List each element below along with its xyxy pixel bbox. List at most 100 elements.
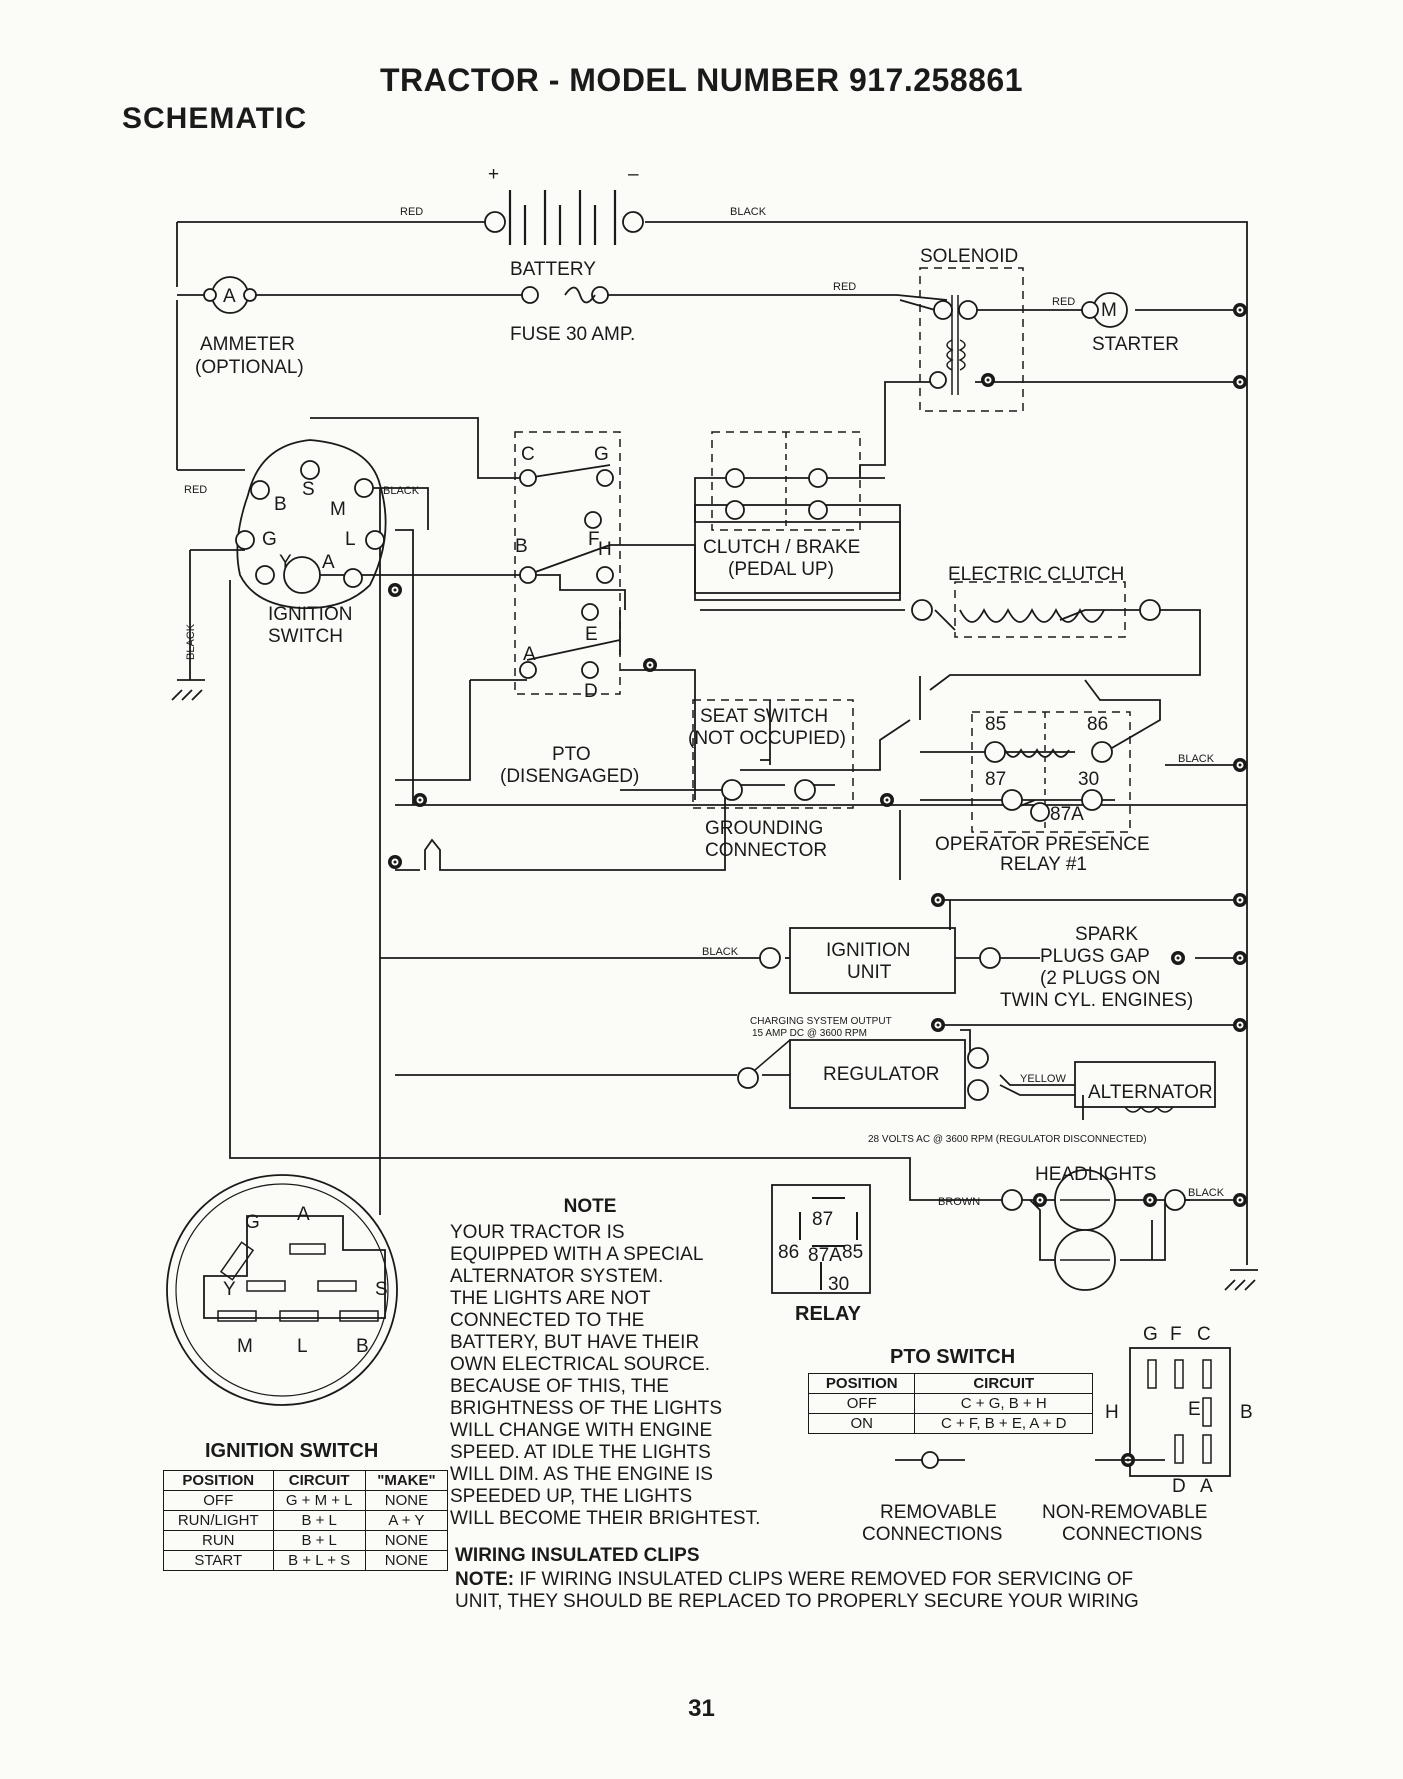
note-line: EQUIPPED WITH A SPECIAL [450, 1244, 704, 1265]
note-line: ALTERNATOR SYSTEM. [450, 1266, 664, 1287]
pto-label-1: PTO [552, 744, 591, 765]
battery-negative: – [628, 164, 639, 185]
relay-label-2: RELAY #1 [1000, 854, 1087, 875]
section-title: SCHEMATIC [122, 102, 308, 135]
table-cell: NONE [364, 1530, 449, 1551]
seat-switch-label-2: (NOT OCCUPIED) [688, 728, 846, 749]
legend-nonremovable-1: NON-REMOVABLE [1042, 1502, 1207, 1523]
face-pto-b: B [1240, 1402, 1253, 1423]
headlights-label: HEADLIGHTS [1035, 1164, 1156, 1185]
table-row: ON C + F, B + E, A + D [807, 1413, 1093, 1434]
table-header-row: POSITION CIRCUIT "MAKE" [163, 1470, 449, 1491]
clips-title: WIRING INSULATED CLIPS [455, 1545, 700, 1566]
alternator-label: ALTERNATOR [1088, 1082, 1213, 1103]
relay-icon-label: RELAY [795, 1303, 862, 1325]
ignition-unit-label-1: IGNITION [826, 940, 910, 961]
table-row: START B + L + S NONE [163, 1550, 449, 1571]
table-cell: A + Y [364, 1510, 449, 1531]
ign-terminal-l: L [345, 529, 356, 550]
face-ign-m: M [237, 1336, 253, 1357]
note-line: BATTERY, BUT HAVE THEIR [450, 1332, 700, 1353]
face-pto-f: F [1170, 1324, 1182, 1345]
regulator-label: REGULATOR [823, 1064, 940, 1085]
table-row: RUN/LIGHT B + L A + Y [163, 1510, 449, 1531]
note-line: WILL CHANGE WITH ENGINE [450, 1420, 713, 1441]
wire-black-4: BLACK [1178, 753, 1215, 765]
relay-label-1: OPERATOR PRESENCE [935, 834, 1150, 855]
clips-note-label: NOTE: [455, 1569, 515, 1590]
grounding-label-2: CONNECTOR [705, 840, 827, 861]
note-block: NOTE YOUR TRACTOR IS EQUIPPED WITH A SPE… [450, 1196, 810, 1530]
note-line: YOUR TRACTOR IS [450, 1222, 625, 1243]
spark-label-2: PLUGS GAP [1040, 946, 1150, 967]
table-cell: B + L [272, 1530, 366, 1551]
face-pto-c: C [1197, 1324, 1211, 1345]
ignition-switch-table: POSITION CIRCUIT "MAKE" OFF G + M + L NO… [163, 1470, 449, 1571]
ignition-unit-label-2: UNIT [847, 962, 892, 983]
grounding-label-1: GROUNDING [705, 818, 823, 839]
face-ign-a: A [297, 1204, 310, 1225]
note-line: WILL DIM. AS THE ENGINE IS [450, 1464, 713, 1485]
solenoid-label: SOLENOID [920, 246, 1018, 267]
ign-terminal-a: A [322, 552, 335, 573]
table-row: RUN B + L NONE [163, 1530, 449, 1551]
face-ign-s: S [375, 1279, 388, 1300]
pto-terminal-a: A [523, 644, 536, 665]
table-header: CIRCUIT [272, 1470, 366, 1491]
wire-red-3: RED [1052, 296, 1075, 308]
face-pto-e: E [1188, 1399, 1201, 1420]
ammeter-optional-label: (OPTIONAL) [195, 357, 304, 378]
page-title: TRACTOR - MODEL NUMBER 917.258861 [379, 62, 1024, 98]
note-line: CONNECTED TO THE [450, 1310, 645, 1331]
relay-icon-30: 30 [828, 1274, 849, 1295]
relay-terminal-85: 85 [985, 714, 1006, 735]
ammeter-label: AMMETER [200, 334, 295, 355]
relay-icon-86: 86 [778, 1242, 799, 1263]
ign-terminal-b: B [274, 494, 287, 515]
ignition-switch-label-2: SWITCH [268, 626, 343, 647]
wire-black-2: BLACK [383, 485, 420, 497]
table-cell: G + M + L [272, 1490, 366, 1511]
pto-switch-table: POSITION CIRCUIT OFF C + G, B + H ON C +… [807, 1373, 1093, 1434]
table-row: OFF C + G, B + H [807, 1393, 1093, 1414]
clips-line-1: NOTE: IF WIRING INSULATED CLIPS WERE REM… [455, 1569, 1355, 1591]
relay-terminal-30: 30 [1078, 769, 1099, 790]
wire-black-1: BLACK [730, 206, 767, 218]
wire-yellow: YELLOW [1020, 1073, 1066, 1085]
ign-terminal-m: M [330, 499, 346, 520]
battery-positive: + [488, 164, 499, 185]
fuse-label: FUSE 30 AMP. [510, 324, 635, 345]
table-header: POSITION [807, 1373, 916, 1394]
table-cell: NONE [364, 1550, 449, 1571]
wire-red-4: RED [184, 484, 207, 496]
clutch-brake-label-1: CLUTCH / BRAKE [703, 537, 860, 558]
note-line: SPEEDED UP, THE LIGHTS [450, 1486, 693, 1507]
relay-icon-87: 87 [812, 1209, 833, 1230]
starter-label: STARTER [1092, 334, 1179, 355]
face-pto-g: G [1143, 1324, 1158, 1345]
spark-label-1: SPARK [1075, 924, 1138, 945]
ignition-table-caption: IGNITION SWITCH [205, 1440, 379, 1462]
legend-removable-1: REMOVABLE [880, 1502, 997, 1523]
charging-label-1: CHARGING SYSTEM OUTPUT [750, 1016, 892, 1027]
wire-black-3: BLACK [185, 623, 197, 660]
clutch-brake-label-2: (PEDAL UP) [728, 559, 834, 580]
wire-black-6: BLACK [1188, 1187, 1225, 1199]
relay-icon-85: 85 [842, 1242, 863, 1263]
table-cell: RUN [163, 1530, 274, 1551]
ignition-switch-label-1: IGNITION [268, 604, 352, 625]
clips-line-2: UNIT, THEY SHOULD BE REPLACED TO PROPERL… [455, 1591, 1139, 1612]
face-pto-h: H [1105, 1402, 1119, 1423]
table-cell: NONE [364, 1490, 449, 1511]
electric-clutch-label: ELECTRIC CLUTCH [948, 564, 1124, 585]
wire-black-5: BLACK [702, 946, 739, 958]
charging-label-2: 15 AMP DC @ 3600 RPM [752, 1028, 867, 1039]
legend-nonremovable-2: CONNECTIONS [1062, 1524, 1202, 1545]
table-header-row: POSITION CIRCUIT [807, 1373, 1093, 1394]
note-line: OWN ELECTRICAL SOURCE. [450, 1354, 711, 1375]
pto-terminal-f: F [588, 529, 600, 550]
ign-terminal-y: Y [279, 552, 292, 573]
note-title: NOTE [563, 1196, 617, 1217]
table-header: POSITION [163, 1470, 274, 1491]
